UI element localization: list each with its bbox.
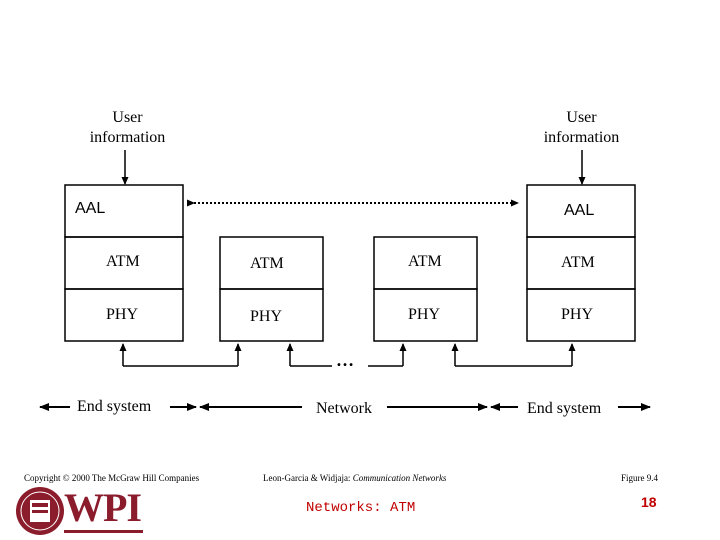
wpi-wordmark: WPI	[64, 486, 143, 533]
right-user-information-label: User information	[543, 109, 620, 146]
right-aal-label: AAL	[564, 202, 595, 219]
network-label: Network	[316, 400, 372, 417]
citation-book-title: Communication Networks	[352, 473, 447, 483]
citation-authors: Leon-Garcia & Widjaja:	[263, 473, 351, 483]
copyright-notice: Copyright © 2000 The McGraw Hill Compani…	[24, 473, 200, 483]
right-end-system-stack	[526, 184, 636, 342]
left-end-system-stack	[64, 184, 184, 342]
right-end-system-label: End system	[527, 400, 602, 417]
switch-right-phy-label: PHY	[408, 306, 441, 323]
left-atm-label: ATM	[106, 253, 140, 270]
left-phy-label: PHY	[106, 306, 139, 323]
section-title: Networks: ATM	[306, 500, 416, 516]
physical-links	[119, 343, 576, 367]
left-user-information-label: User information	[89, 109, 166, 146]
switch-left-phy-label: PHY	[250, 308, 283, 325]
switch-left-atm-label: ATM	[250, 255, 284, 272]
citation: Leon-Garcia & Widjaja: Communication Net…	[263, 473, 446, 483]
right-phy-label: PHY	[561, 306, 594, 323]
page-number: 18	[641, 494, 657, 510]
right-atm-label: ATM	[561, 254, 595, 271]
wpi-seal-logo	[16, 487, 64, 535]
switch-right-atm-label: ATM	[408, 253, 442, 270]
network-ellipsis: …	[336, 350, 354, 370]
left-end-system-label: End system	[77, 398, 152, 415]
left-aal-label: AAL	[75, 200, 106, 217]
switch-left-stack	[219, 236, 324, 342]
switch-right-stack	[373, 236, 478, 342]
figure-number: Figure 9.4	[621, 473, 658, 483]
